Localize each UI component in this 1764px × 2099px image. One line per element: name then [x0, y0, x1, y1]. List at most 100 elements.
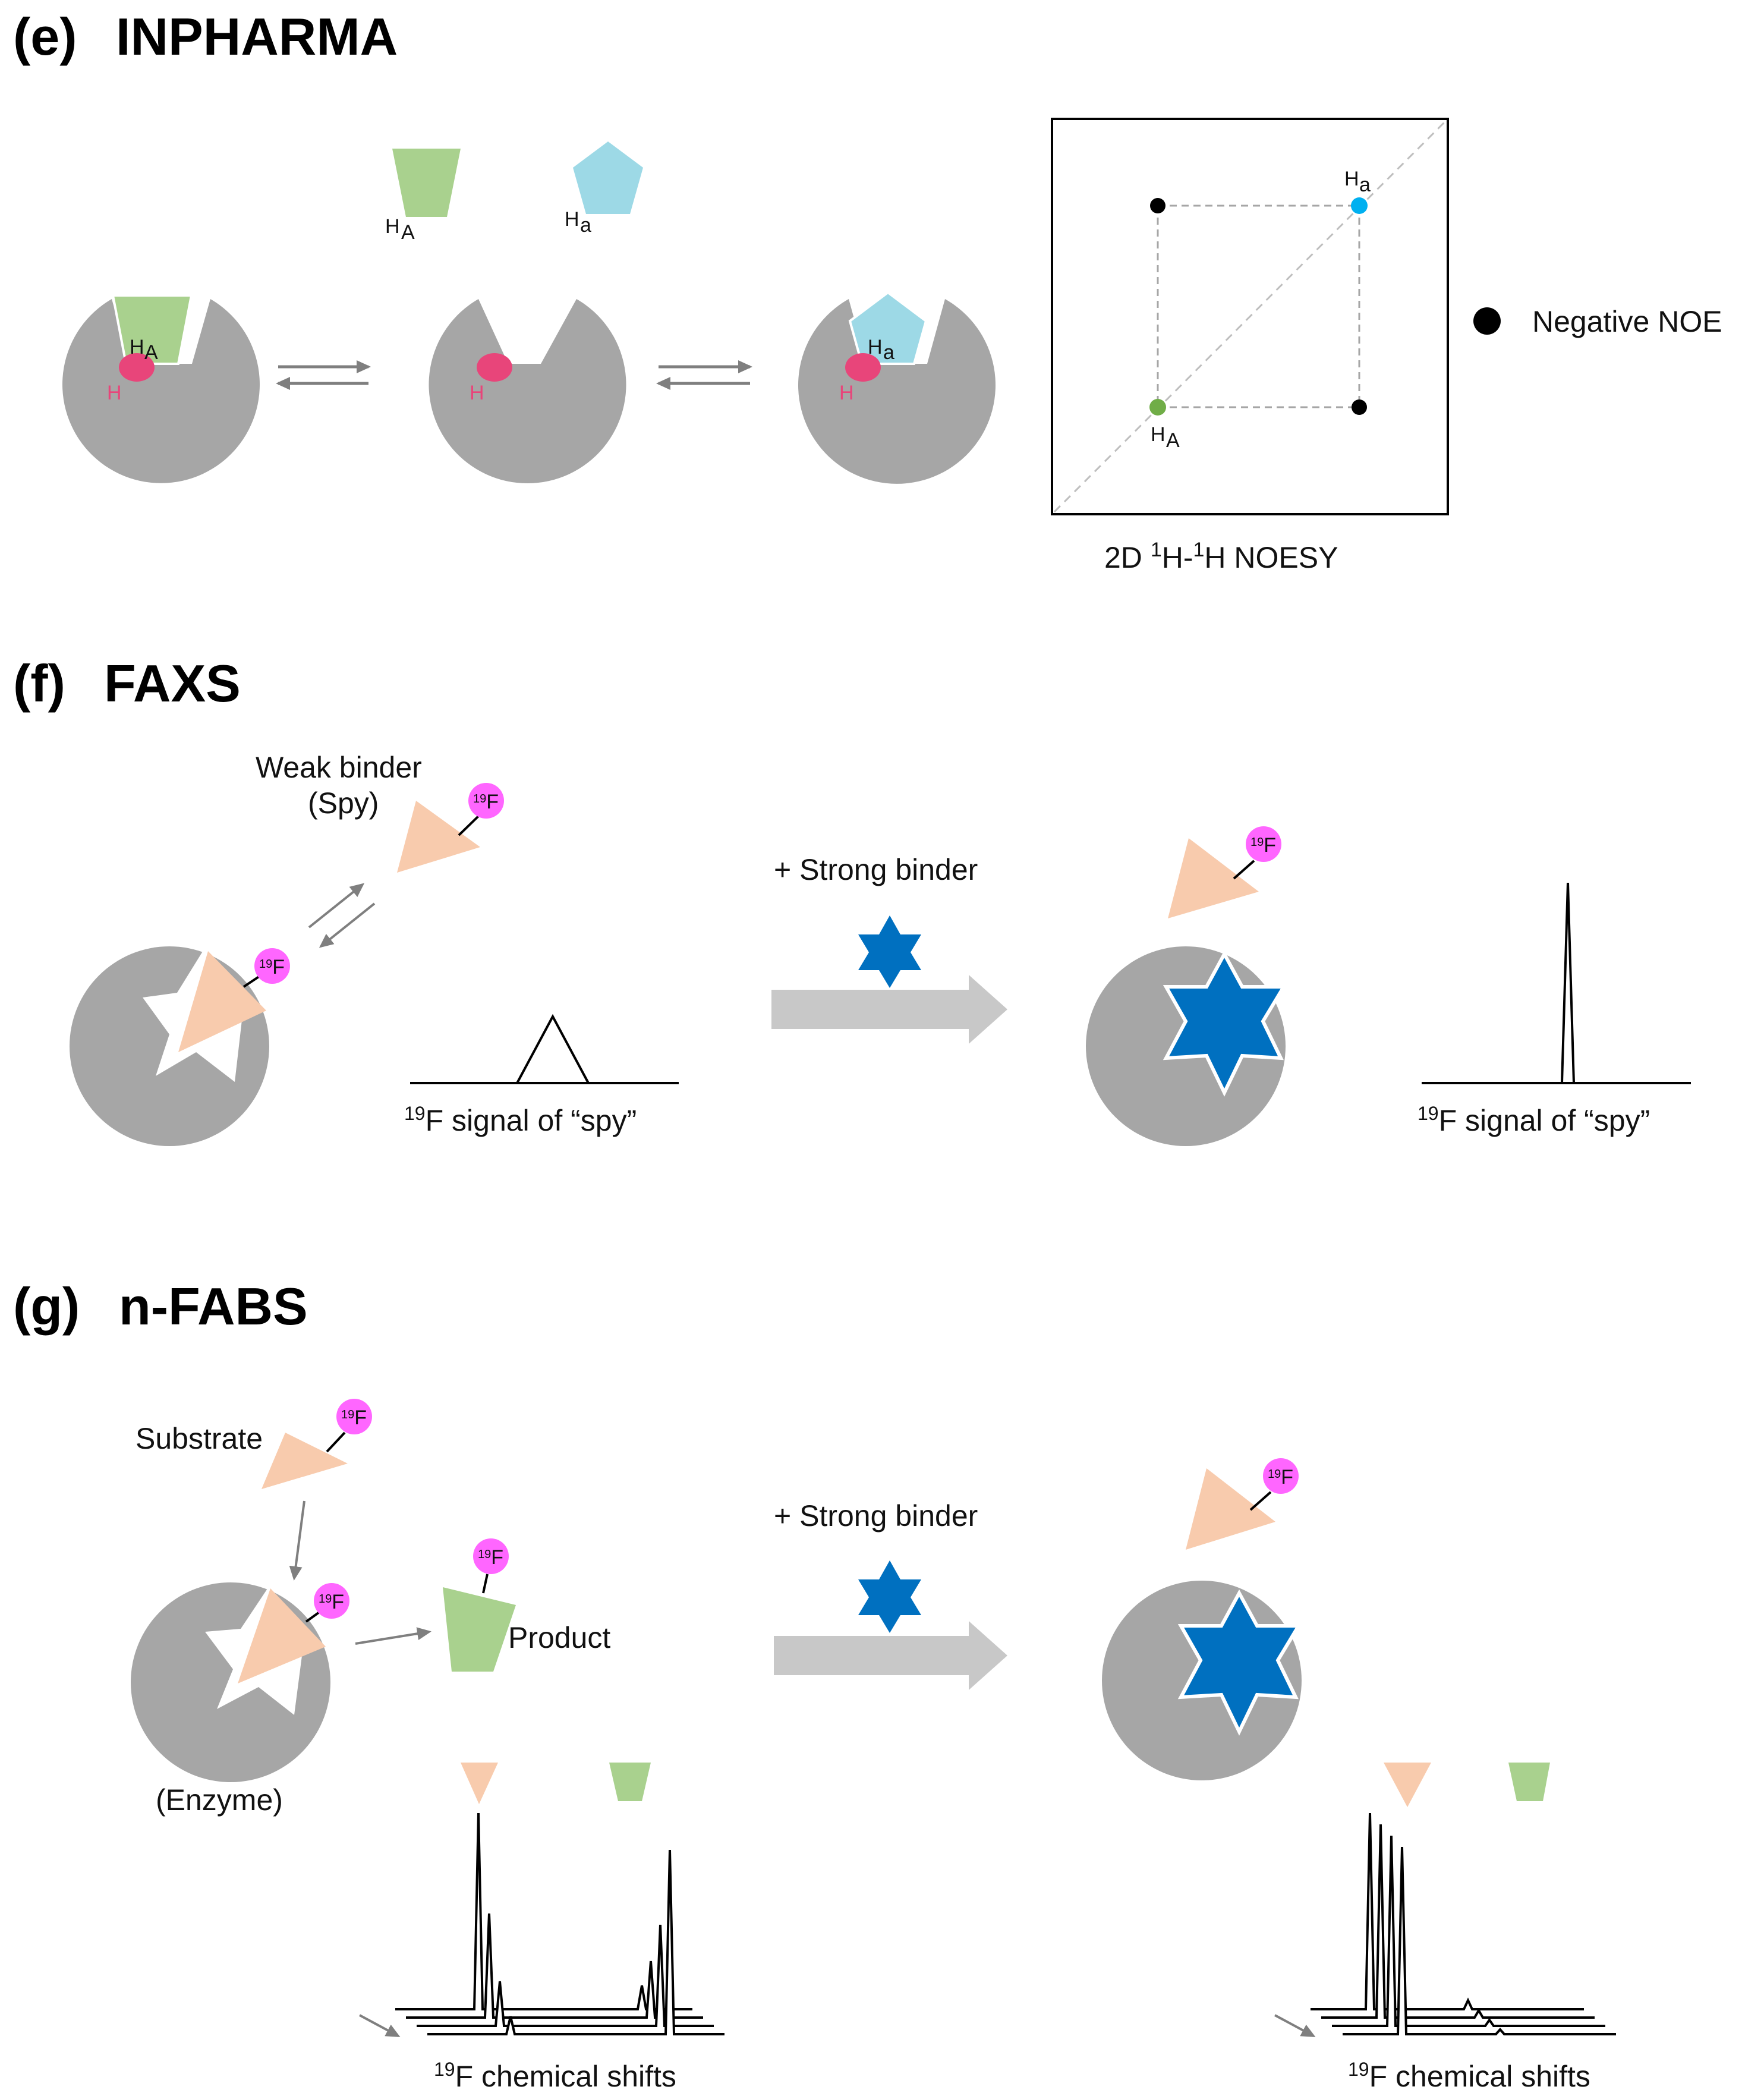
time-axis-arrow-right — [1274, 2014, 1316, 2037]
protein-empty: H — [429, 299, 626, 484]
spy-triangle-shape — [397, 801, 480, 873]
bound-substrate-fluorine-tag — [314, 1583, 349, 1619]
spy-signal-label-right: 19F signal of “spy” — [1418, 1103, 1650, 1137]
free-substrate: 19F — [262, 1399, 372, 1489]
spy-fluorine-text: 19F — [473, 791, 499, 813]
protein-with-spy: 19F — [70, 946, 290, 1146]
bound-ligand-a-shape — [111, 294, 193, 365]
protein-with-ligand-a: H A H — [62, 294, 260, 483]
bound-ligand-b-shape — [848, 291, 928, 365]
process-arrow-g — [774, 1621, 1007, 1690]
diagonal-peak-ligand-b — [1351, 197, 1368, 214]
panel-e: (e) INPHARMA H A H a H A H — [13, 7, 1722, 574]
product-linker — [482, 1574, 489, 1594]
free-spy-ligand: 19F — [397, 783, 504, 873]
bound-spy-fluorine-tag — [254, 948, 290, 984]
product-label: Product — [508, 1621, 610, 1654]
spectrum-trace-right — [1321, 1824, 1595, 2019]
free-ligand-b: H a — [565, 141, 643, 237]
sharp-peak — [1561, 882, 1575, 1084]
ligand-a-sub: A — [401, 221, 415, 244]
stacked-spectra-left: 19F chemical shifts — [359, 1763, 724, 2093]
spectrum-trace-right — [1332, 1835, 1605, 2027]
spy-tag-linker — [458, 813, 481, 836]
ligand-b-label: H — [565, 208, 579, 231]
product-peak-marker — [609, 1763, 651, 1801]
substrate-fluorine-text: 19F — [341, 1406, 367, 1429]
strong-binder-star-g — [858, 1560, 921, 1633]
protein-3-proton-label: H — [839, 382, 854, 404]
shift-label-left: 19F chemical shifts — [434, 2059, 676, 2093]
protein-1-proton-label: H — [107, 382, 122, 404]
spectra-traces-left — [395, 1812, 724, 2035]
strong-binder-step-g: + Strong binder — [774, 1499, 1007, 1690]
displaced-substrate-linker — [1249, 1491, 1272, 1511]
enzyme-label: (Enzyme) — [156, 1783, 283, 1817]
protein-1-shape — [62, 299, 260, 483]
enzyme-with-strong-binder — [1102, 1581, 1302, 1780]
bound-spy-fluorine-text: 19F — [259, 956, 285, 978]
substrate-linker — [326, 1431, 346, 1453]
spectra-traces-right — [1311, 1812, 1616, 2035]
protein-with-strong-binder-f — [1086, 946, 1287, 1146]
broad-spy-signal: 19F signal of “spy” — [404, 1014, 679, 1137]
protein-with-ligand-b: H a H — [798, 291, 996, 484]
displaced-spy-fluorine-text: 19F — [1250, 834, 1276, 857]
product-fluorine-tag — [473, 1538, 509, 1574]
displaced-spy-ligand: 19F — [1168, 826, 1281, 918]
displaced-spy-fluorine-tag — [1246, 826, 1281, 862]
bound-ligand-a-label: H — [130, 336, 144, 358]
strong-binder-star-f — [858, 915, 921, 988]
substrate-to-enzyme-arrow — [289, 1500, 305, 1581]
spectrum-trace-right — [1343, 1846, 1616, 2035]
bound-strong-binder-g — [1177, 1589, 1302, 1736]
substrate-fluorine-tag — [336, 1399, 372, 1434]
strong-binder-label-g: + Strong binder — [774, 1499, 978, 1532]
noesy-bottom-label: H — [1151, 423, 1166, 446]
noe-legend: Negative NOE — [1473, 305, 1722, 338]
panel-g: (g) n-FABS Substrate 19F 19F (Enzyme) — [13, 1277, 1616, 2093]
panel-e-title: INPHARMA — [116, 7, 398, 66]
noesy-spectrum: H a H A 2D 1H-1H NOESY — [1051, 118, 1449, 574]
substrate-peak-marker-right — [1384, 1763, 1431, 1807]
bound-ligand-a-sub: A — [144, 341, 158, 364]
noesy-bottom-sub: A — [1166, 429, 1180, 452]
legend-label: Negative NOE — [1532, 305, 1722, 338]
displaced-substrate-fluorine-tag — [1263, 1458, 1299, 1494]
protein-2-proton-label: H — [470, 382, 484, 404]
substrate-triangle-shape — [262, 1433, 348, 1489]
spy-signal-label-left: 19F signal of “spy” — [404, 1103, 637, 1137]
panel-e-letter: (e) — [13, 7, 77, 66]
weak-binder-sublabel: (Spy) — [308, 786, 379, 820]
displaced-substrate-shape — [1186, 1468, 1275, 1550]
spectrum-trace-left — [406, 1913, 703, 2019]
substrate-peak-marker — [461, 1763, 498, 1804]
spy-fluorine-tag — [468, 783, 504, 819]
diagonal-peak-ligand-a — [1149, 399, 1166, 416]
ligand-a-label: H — [385, 215, 400, 238]
enzyme-to-product-arrow — [355, 1627, 431, 1645]
enzyme-with-substrate: 19F (Enzyme) — [131, 1582, 349, 1817]
noesy-top-sub: a — [1359, 174, 1371, 196]
spectrum-trace-left — [395, 1812, 692, 2010]
displaced-spy-shape — [1168, 838, 1259, 918]
process-arrow-f — [771, 975, 1007, 1044]
product-shape — [443, 1587, 516, 1672]
bound-strong-binder-f — [1163, 950, 1287, 1097]
equilibrium-arrows-2 — [656, 360, 752, 390]
protein-3-shape — [798, 299, 996, 484]
spectrum-trace-left — [417, 1924, 714, 2027]
cross-peak-bottom-right — [1352, 399, 1367, 415]
equilibrium-arrows-1 — [276, 360, 371, 390]
product: 19F Product — [443, 1538, 610, 1672]
product-fluorine-text: 19F — [478, 1546, 503, 1569]
product-peak-marker-right — [1508, 1763, 1550, 1801]
broad-peak — [516, 1014, 590, 1084]
protein-2-shape — [429, 299, 626, 484]
weak-binder-label: Weak binder — [256, 751, 422, 784]
panel-f-title: FAXS — [104, 654, 241, 713]
strong-binder-label-f: + Strong binder — [774, 853, 978, 886]
spectrum-trace-left — [427, 1849, 724, 2035]
ligand-a-trapezoid-shape — [392, 149, 461, 217]
